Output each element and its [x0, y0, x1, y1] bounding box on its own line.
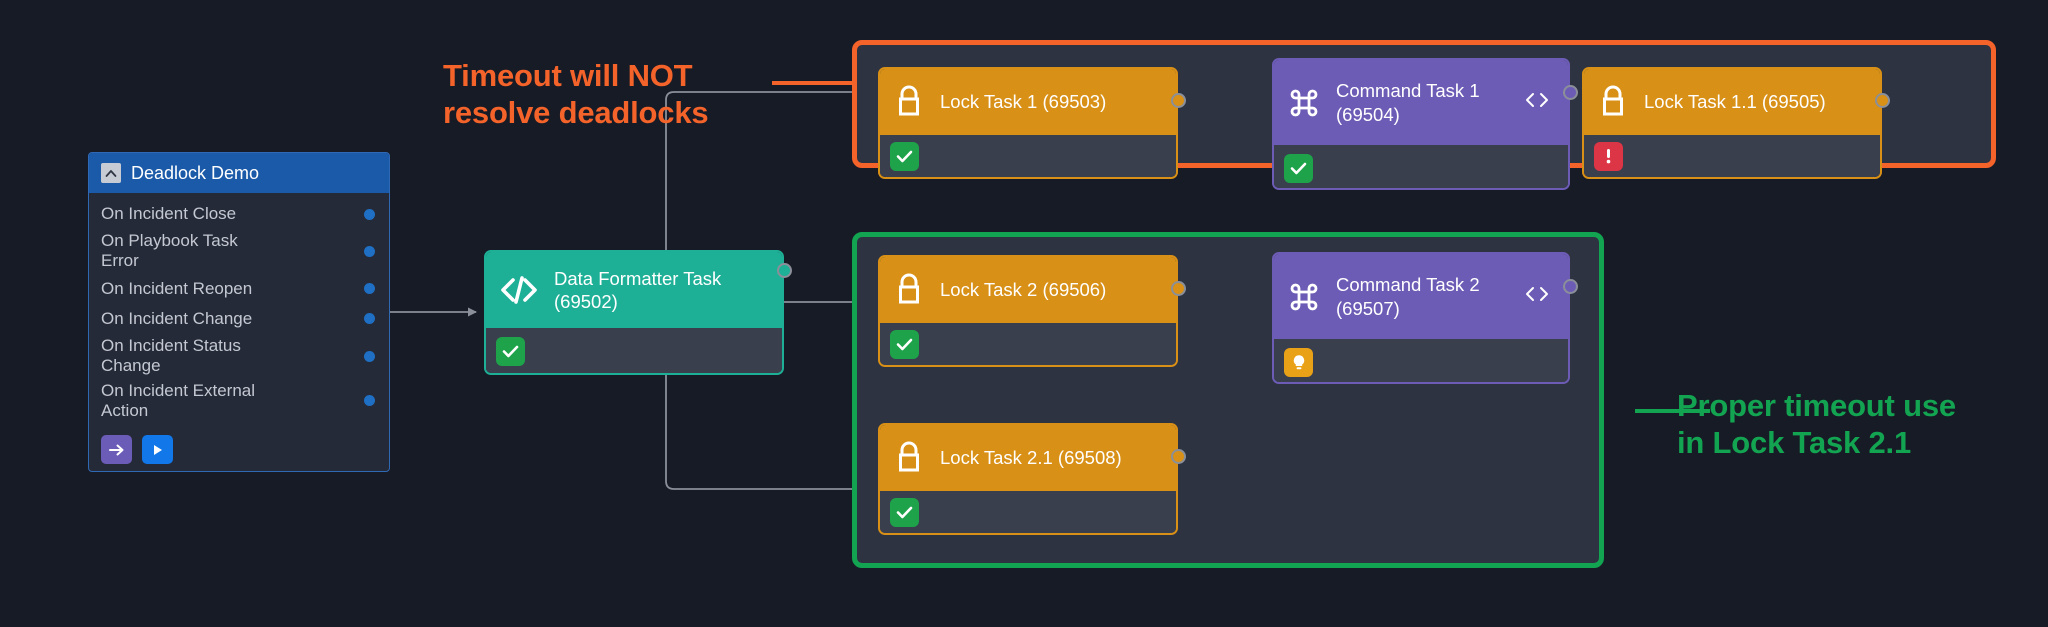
check-icon[interactable]: [1284, 154, 1313, 183]
arrow-right-icon[interactable]: [101, 435, 132, 465]
node-lock-task-1[interactable]: Lock Task 1 (69503): [878, 67, 1178, 179]
annotation-proper-timeout-use: Proper timeout use in Lock Task 2.1: [1677, 388, 1956, 460]
trigger-row[interactable]: On Incident Reopen: [89, 274, 389, 304]
node-lock-task-1-1[interactable]: Lock Task 1.1 (69505): [1582, 67, 1882, 179]
check-icon[interactable]: [890, 497, 919, 527]
node-footer: [1274, 145, 1568, 188]
trigger-label: On Incident Close: [101, 203, 237, 223]
node-title: Lock Task 2 (69506): [940, 279, 1107, 301]
node-footer: [880, 491, 1176, 533]
node-title: Data Formatter Task (69502): [554, 267, 722, 312]
node-footer: [486, 328, 782, 373]
node-output-port[interactable]: [777, 263, 792, 278]
trigger-port-dot[interactable]: [364, 395, 375, 407]
code-icon: [500, 275, 538, 305]
playbook-panel[interactable]: Deadlock Demo On Incident Close On Playb…: [88, 152, 390, 472]
node-title: Lock Task 2.1 (69508): [940, 447, 1122, 469]
panel-title: Deadlock Demo: [131, 162, 260, 183]
trigger-port-dot[interactable]: [364, 350, 375, 362]
node-lock-task-2-1[interactable]: Lock Task 2.1 (69508): [878, 423, 1178, 535]
node-output-port[interactable]: [1563, 279, 1578, 294]
trigger-row[interactable]: On Incident Status Change: [89, 334, 389, 379]
trigger-row[interactable]: On Incident Change: [89, 304, 389, 334]
trigger-port-dot[interactable]: [364, 245, 375, 257]
trigger-list: On Incident Close On Playbook Task Error…: [89, 193, 389, 423]
node-output-port[interactable]: [1563, 85, 1578, 100]
node-title: Lock Task 1 (69503): [940, 91, 1107, 113]
node-footer: [1274, 339, 1568, 382]
node-command-task-2[interactable]: Command Task 2 (69507): [1272, 252, 1570, 384]
node-header[interactable]: Lock Task 2.1 (69508): [880, 425, 1176, 491]
node-output-port[interactable]: [1171, 281, 1186, 296]
trigger-row[interactable]: On Incident External Action: [89, 379, 389, 424]
lock-icon: [1598, 85, 1628, 119]
node-footer: [1584, 135, 1880, 177]
node-output-port[interactable]: [1171, 449, 1186, 464]
trigger-label: On Incident External Action: [101, 380, 256, 420]
node-output-port[interactable]: [1875, 93, 1890, 108]
node-data-formatter-task[interactable]: Data Formatter Task (69502): [484, 250, 784, 375]
node-lock-task-2[interactable]: Lock Task 2 (69506): [878, 255, 1178, 367]
check-icon[interactable]: [890, 329, 919, 359]
node-title: Command Task 2 (69507): [1336, 274, 1480, 319]
trigger-label: On Playbook Task Error: [101, 231, 238, 271]
node-header[interactable]: Lock Task 1 (69503): [880, 69, 1176, 135]
node-footer: [880, 323, 1176, 365]
trigger-label: On Incident Status Change: [101, 335, 241, 376]
code-brackets-icon[interactable]: [1524, 91, 1554, 115]
trigger-row[interactable]: On Incident Close: [89, 199, 389, 229]
node-header[interactable]: Command Task 2 (69507): [1274, 254, 1568, 339]
trigger-label: On Incident Reopen: [101, 278, 253, 298]
annotation-timeout-not-resolve: Timeout will NOT resolve deadlocks: [443, 58, 709, 130]
node-title: Lock Task 1.1 (69505): [1644, 91, 1826, 113]
node-title: Command Task 1 (69504): [1336, 80, 1480, 125]
trigger-port-dot[interactable]: [364, 208, 375, 220]
check-icon[interactable]: [496, 337, 525, 366]
lock-icon: [894, 441, 924, 475]
node-header[interactable]: Command Task 1 (69504): [1274, 60, 1568, 145]
node-command-task-1[interactable]: Command Task 1 (69504): [1272, 58, 1570, 190]
node-header[interactable]: Lock Task 2 (69506): [880, 257, 1176, 323]
command-icon: [1288, 281, 1320, 313]
lock-icon: [894, 85, 924, 119]
chevron-up-icon[interactable]: [101, 163, 121, 183]
lightbulb-icon[interactable]: [1284, 348, 1313, 377]
play-icon[interactable]: [142, 435, 173, 465]
node-header[interactable]: Lock Task 1.1 (69505): [1584, 69, 1880, 135]
exclamation-icon[interactable]: [1594, 141, 1623, 171]
node-output-port[interactable]: [1171, 93, 1186, 108]
command-icon: [1288, 87, 1320, 119]
trigger-port-dot[interactable]: [364, 283, 375, 295]
check-icon[interactable]: [890, 141, 919, 171]
panel-header[interactable]: Deadlock Demo: [89, 153, 389, 193]
code-brackets-icon[interactable]: [1524, 285, 1554, 309]
trigger-port-dot[interactable]: [364, 313, 375, 325]
node-footer: [880, 135, 1176, 177]
lock-icon: [894, 273, 924, 307]
panel-actions: [89, 423, 389, 471]
trigger-label: On Incident Change: [101, 308, 253, 328]
node-header[interactable]: Data Formatter Task (69502): [486, 252, 782, 328]
trigger-row[interactable]: On Playbook Task Error: [89, 229, 389, 274]
